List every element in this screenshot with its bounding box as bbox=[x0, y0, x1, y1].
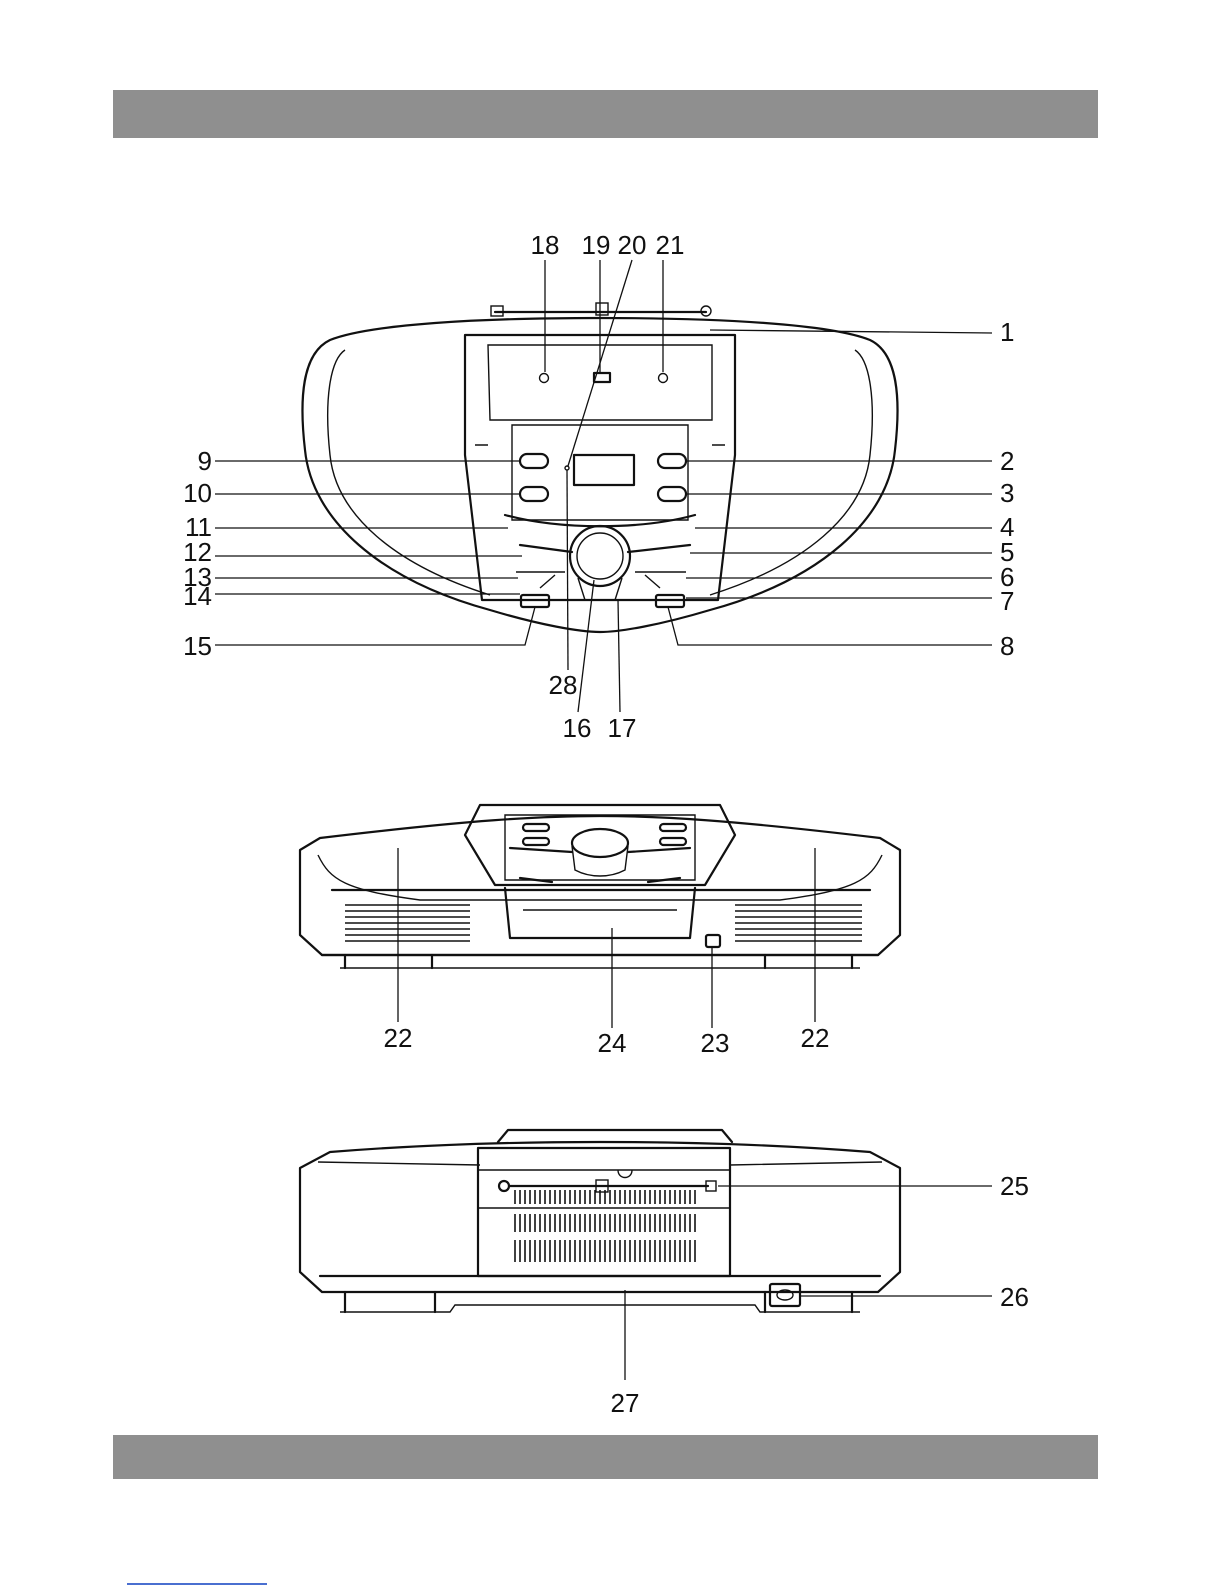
volume-knob[interactable] bbox=[570, 526, 630, 586]
callout-26: 26 bbox=[1000, 1282, 1029, 1312]
jack-21-icon bbox=[659, 374, 668, 383]
button-10[interactable] bbox=[520, 487, 548, 501]
callout-22-right: 22 bbox=[801, 1023, 830, 1053]
callout-labels: 18 19 20 21 1 2 3 4 5 6 7 8 9 10 11 12 1… bbox=[183, 230, 1029, 1418]
center-console bbox=[465, 335, 735, 600]
callout-10: 10 bbox=[183, 478, 212, 508]
back-view bbox=[300, 1130, 900, 1312]
front-view bbox=[300, 805, 900, 968]
callout-7: 7 bbox=[1000, 586, 1014, 616]
cd-door bbox=[505, 888, 695, 938]
callout-28: 28 bbox=[549, 670, 578, 700]
callout-21: 21 bbox=[656, 230, 685, 260]
display-window bbox=[574, 455, 634, 485]
jack-18-icon bbox=[540, 374, 549, 383]
sensor-23 bbox=[706, 935, 720, 947]
right-speaker-grille bbox=[735, 905, 862, 941]
callout-27: 27 bbox=[611, 1388, 640, 1418]
callout-2: 2 bbox=[1000, 446, 1014, 476]
callout-14: 14 bbox=[183, 581, 212, 611]
callout-22-left: 22 bbox=[384, 1023, 413, 1053]
callout-18: 18 bbox=[531, 230, 560, 260]
button-3[interactable] bbox=[658, 487, 686, 501]
ac-socket bbox=[770, 1284, 800, 1306]
button-9[interactable] bbox=[520, 454, 548, 468]
callout-16: 16 bbox=[563, 713, 592, 743]
callout-1: 1 bbox=[1000, 317, 1014, 347]
callout-24: 24 bbox=[598, 1028, 627, 1058]
left-speaker-grille bbox=[345, 905, 470, 941]
callout-3: 3 bbox=[1000, 478, 1014, 508]
antenna-icon bbox=[491, 303, 711, 316]
button-2[interactable] bbox=[658, 454, 686, 468]
callout-17: 17 bbox=[608, 713, 637, 743]
callout-20: 20 bbox=[618, 230, 647, 260]
callout-9: 9 bbox=[198, 446, 212, 476]
front-knob bbox=[572, 829, 628, 857]
back-antenna-icon bbox=[499, 1180, 716, 1192]
callout-19: 19 bbox=[582, 230, 611, 260]
callout-15: 15 bbox=[183, 631, 212, 661]
back-top-dome bbox=[498, 1130, 732, 1142]
callout-25: 25 bbox=[1000, 1171, 1029, 1201]
callout-8: 8 bbox=[1000, 631, 1014, 661]
back-vents bbox=[515, 1190, 695, 1262]
callout-23: 23 bbox=[701, 1028, 730, 1058]
